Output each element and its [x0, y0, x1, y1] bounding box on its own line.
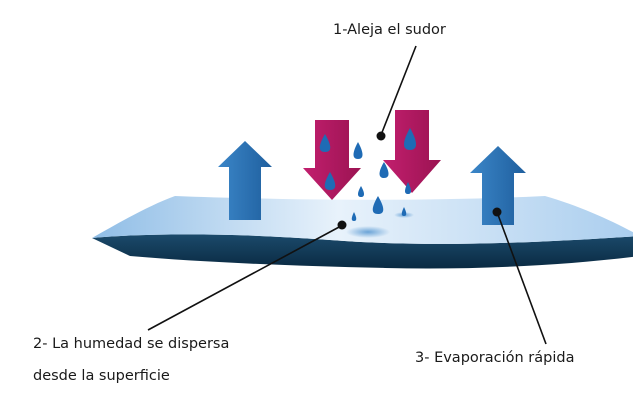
fabric-layer — [92, 196, 633, 269]
pointer-line-1 — [380, 45, 417, 136]
droplet-icon — [324, 172, 336, 190]
droplet-icon — [401, 207, 407, 216]
droplet-icon — [319, 134, 331, 152]
sweat-arrow-left — [303, 120, 361, 200]
droplet-icon — [351, 212, 357, 221]
label-wicks-sweat: 1-Aleja el sudor — [333, 22, 446, 38]
pointer-dot-1 — [376, 131, 386, 141]
pointer-dot-2 — [337, 220, 347, 230]
pointer-lines — [147, 45, 547, 345]
sweat-arrow-right — [383, 110, 441, 193]
fabric-edge — [92, 234, 633, 269]
droplet-icon — [353, 142, 363, 159]
droplet-icon — [404, 128, 416, 150]
droplet-icon — [379, 162, 389, 178]
label-fast-evaporation: 3- Evaporación rápida — [415, 350, 575, 366]
damp-spot — [346, 226, 390, 238]
pointer-dot-3 — [492, 207, 502, 217]
label-moisture-spreads-line1: 2- La humedad se dispersa — [33, 336, 230, 352]
evaporation-arrow-right — [470, 146, 526, 225]
pointer-line-3 — [496, 211, 547, 345]
droplet-icon — [372, 196, 384, 214]
droplet-icon — [405, 182, 411, 194]
sweat-droplets — [319, 128, 416, 221]
pointer-line-2 — [147, 225, 342, 331]
label-moisture-spreads-line2: desde la superficie — [33, 368, 170, 384]
droplet-icon — [358, 186, 364, 197]
evaporation-arrow-left — [218, 141, 272, 220]
pointer-dots — [337, 131, 502, 230]
